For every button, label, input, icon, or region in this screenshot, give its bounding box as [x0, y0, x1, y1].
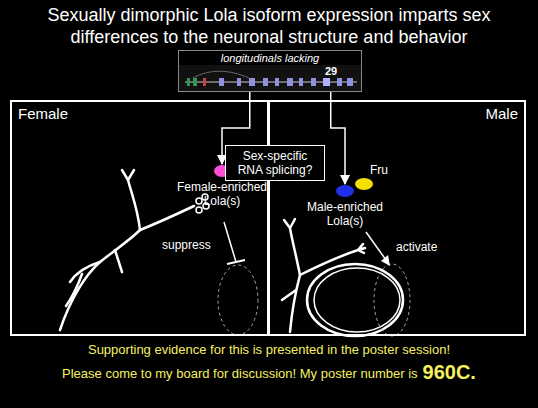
- exon: [219, 78, 224, 86]
- node-text: Fru: [350, 163, 392, 177]
- illustration-stroke: [314, 268, 400, 332]
- gene-line: [185, 82, 357, 83]
- illustration-stroke: [70, 262, 100, 282]
- node-text: longitudinals lacking: [179, 51, 361, 65]
- illustration-stroke: [300, 250, 358, 275]
- node-text: Male-enriched Lola(s): [295, 200, 395, 228]
- illustration-stroke: [196, 198, 202, 204]
- poster-number: 960C.: [423, 361, 476, 384]
- node-text: Female-enriched Lola(s): [172, 180, 272, 208]
- fru-dot: Fru: [350, 163, 392, 191]
- illustration-stroke: [140, 206, 194, 230]
- gene-structure-box: longitudinals lacking29: [178, 50, 362, 92]
- illustration-stroke: [290, 275, 300, 332]
- illustration-stroke: [122, 170, 134, 180]
- illustration-stroke: [282, 290, 296, 300]
- exon: [323, 78, 330, 86]
- illustration-stroke: [284, 219, 295, 228]
- illustration-stroke: [374, 264, 410, 336]
- splicing-box: Sex-specific RNA splicing?: [225, 145, 325, 181]
- exon: [275, 78, 279, 86]
- effect-label: activate: [396, 240, 437, 255]
- illustration-stroke: [227, 260, 245, 264]
- exon: [203, 78, 206, 86]
- node-text: Male: [270, 102, 524, 125]
- illustration-stroke: [282, 219, 403, 336]
- exon: [287, 78, 293, 86]
- node-text: 29: [325, 65, 345, 78]
- illustration-stroke: [224, 222, 236, 262]
- female-panel: FemaleFemale-enriched Lola(s): [10, 100, 269, 336]
- node-text: Sex-specific RNA splicing?: [232, 149, 318, 177]
- connector-arrow: [331, 92, 345, 184]
- illustration-stroke: [381, 255, 390, 266]
- exon: [263, 78, 268, 86]
- male-panel: MaleMale-enriched Lola(s) Fru: [268, 100, 526, 336]
- illustration-stroke: [358, 244, 365, 253]
- exon: [311, 78, 316, 86]
- exon: [347, 78, 353, 86]
- exon: [237, 78, 241, 86]
- illustration-stroke: [66, 274, 82, 306]
- footnote-text: Please come to my board for discussion! …: [62, 366, 417, 382]
- dot: [355, 178, 373, 190]
- slide-title: Sexually dimorphic Lola isoform expressi…: [9, 4, 529, 48]
- lola-dot-shape: [354, 177, 374, 191]
- splice-arc: [193, 71, 249, 78]
- illustration-stroke: [307, 264, 403, 336]
- illustration-stroke: [196, 207, 202, 213]
- dot: [336, 185, 354, 197]
- exon: [337, 78, 342, 86]
- exon: [187, 78, 190, 86]
- illustration-stroke: [290, 228, 300, 275]
- node-text: Female: [12, 102, 74, 125]
- exon: [193, 78, 197, 86]
- exon: [249, 78, 255, 86]
- male-lola-dot: Male-enriched Lola(s): [295, 184, 395, 228]
- illustration-stroke: [60, 230, 140, 330]
- illustration-stroke: [115, 250, 122, 272]
- effect-label: suppress: [162, 238, 211, 253]
- illustration-stroke: [218, 265, 258, 335]
- illustration-stroke: [128, 180, 140, 230]
- illustration-stroke: [366, 232, 386, 260]
- lola-dot-shape: [335, 184, 355, 198]
- footnote-text: Supporting evidence for this is presente…: [0, 342, 538, 358]
- exon: [299, 78, 303, 86]
